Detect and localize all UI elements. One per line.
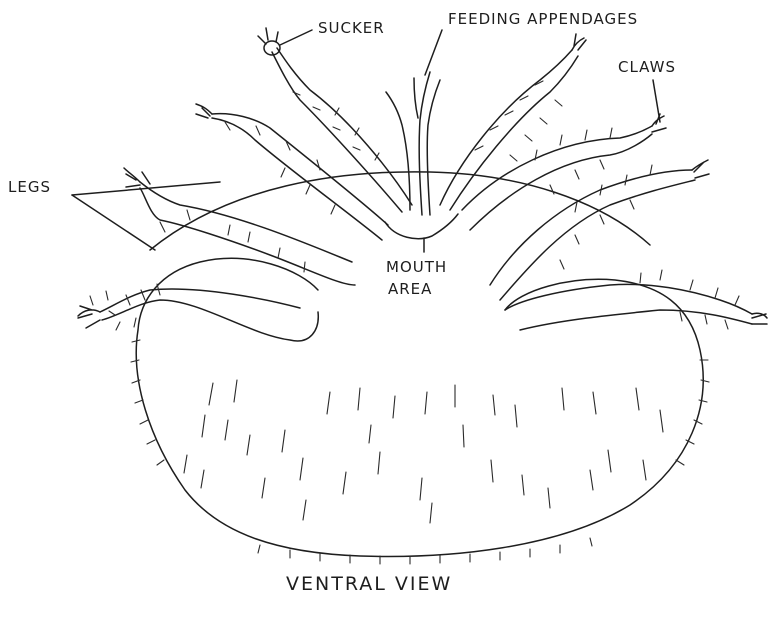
legs-left bbox=[78, 28, 412, 341]
leg-left-3 bbox=[212, 114, 388, 240]
label-claws: CLAWS bbox=[618, 58, 676, 76]
caption-ventral-view: VENTRAL VIEW bbox=[286, 573, 452, 595]
legs-leader-2 bbox=[72, 195, 155, 250]
side-setae bbox=[131, 340, 709, 465]
leg-left-1 bbox=[100, 289, 318, 341]
label-sucker: SUCKER bbox=[318, 19, 385, 37]
claw-left-3 bbox=[196, 104, 212, 118]
feeding-appendages bbox=[386, 72, 440, 215]
mouth-area bbox=[385, 214, 458, 239]
leg-right-4 bbox=[505, 284, 752, 330]
claw-right-3 bbox=[692, 160, 709, 178]
body-setae bbox=[184, 380, 663, 523]
leg-right-1 bbox=[440, 50, 578, 210]
label-mouth-line2: AREA bbox=[388, 280, 432, 298]
body-outline bbox=[136, 258, 703, 556]
leader-lines bbox=[72, 30, 660, 252]
right-leg-setae bbox=[475, 81, 739, 329]
claw-right-1 bbox=[572, 34, 586, 50]
claws-leader bbox=[653, 80, 660, 122]
label-feeding-appendages: FEEDING APPENDAGES bbox=[448, 10, 638, 28]
legs-right bbox=[440, 34, 767, 330]
leg-left-4 bbox=[272, 48, 412, 212]
claw-left-2 bbox=[124, 168, 150, 187]
sucker-leader bbox=[280, 30, 312, 45]
claw-left-1 bbox=[78, 306, 100, 328]
claw-right-4 bbox=[752, 313, 767, 324]
label-mouth-line1: MOUTH bbox=[386, 258, 447, 276]
feeding-appendages-leader bbox=[425, 30, 442, 75]
legs-leader-1 bbox=[72, 182, 220, 195]
mite-body bbox=[131, 172, 709, 564]
label-legs: LEGS bbox=[8, 178, 51, 196]
